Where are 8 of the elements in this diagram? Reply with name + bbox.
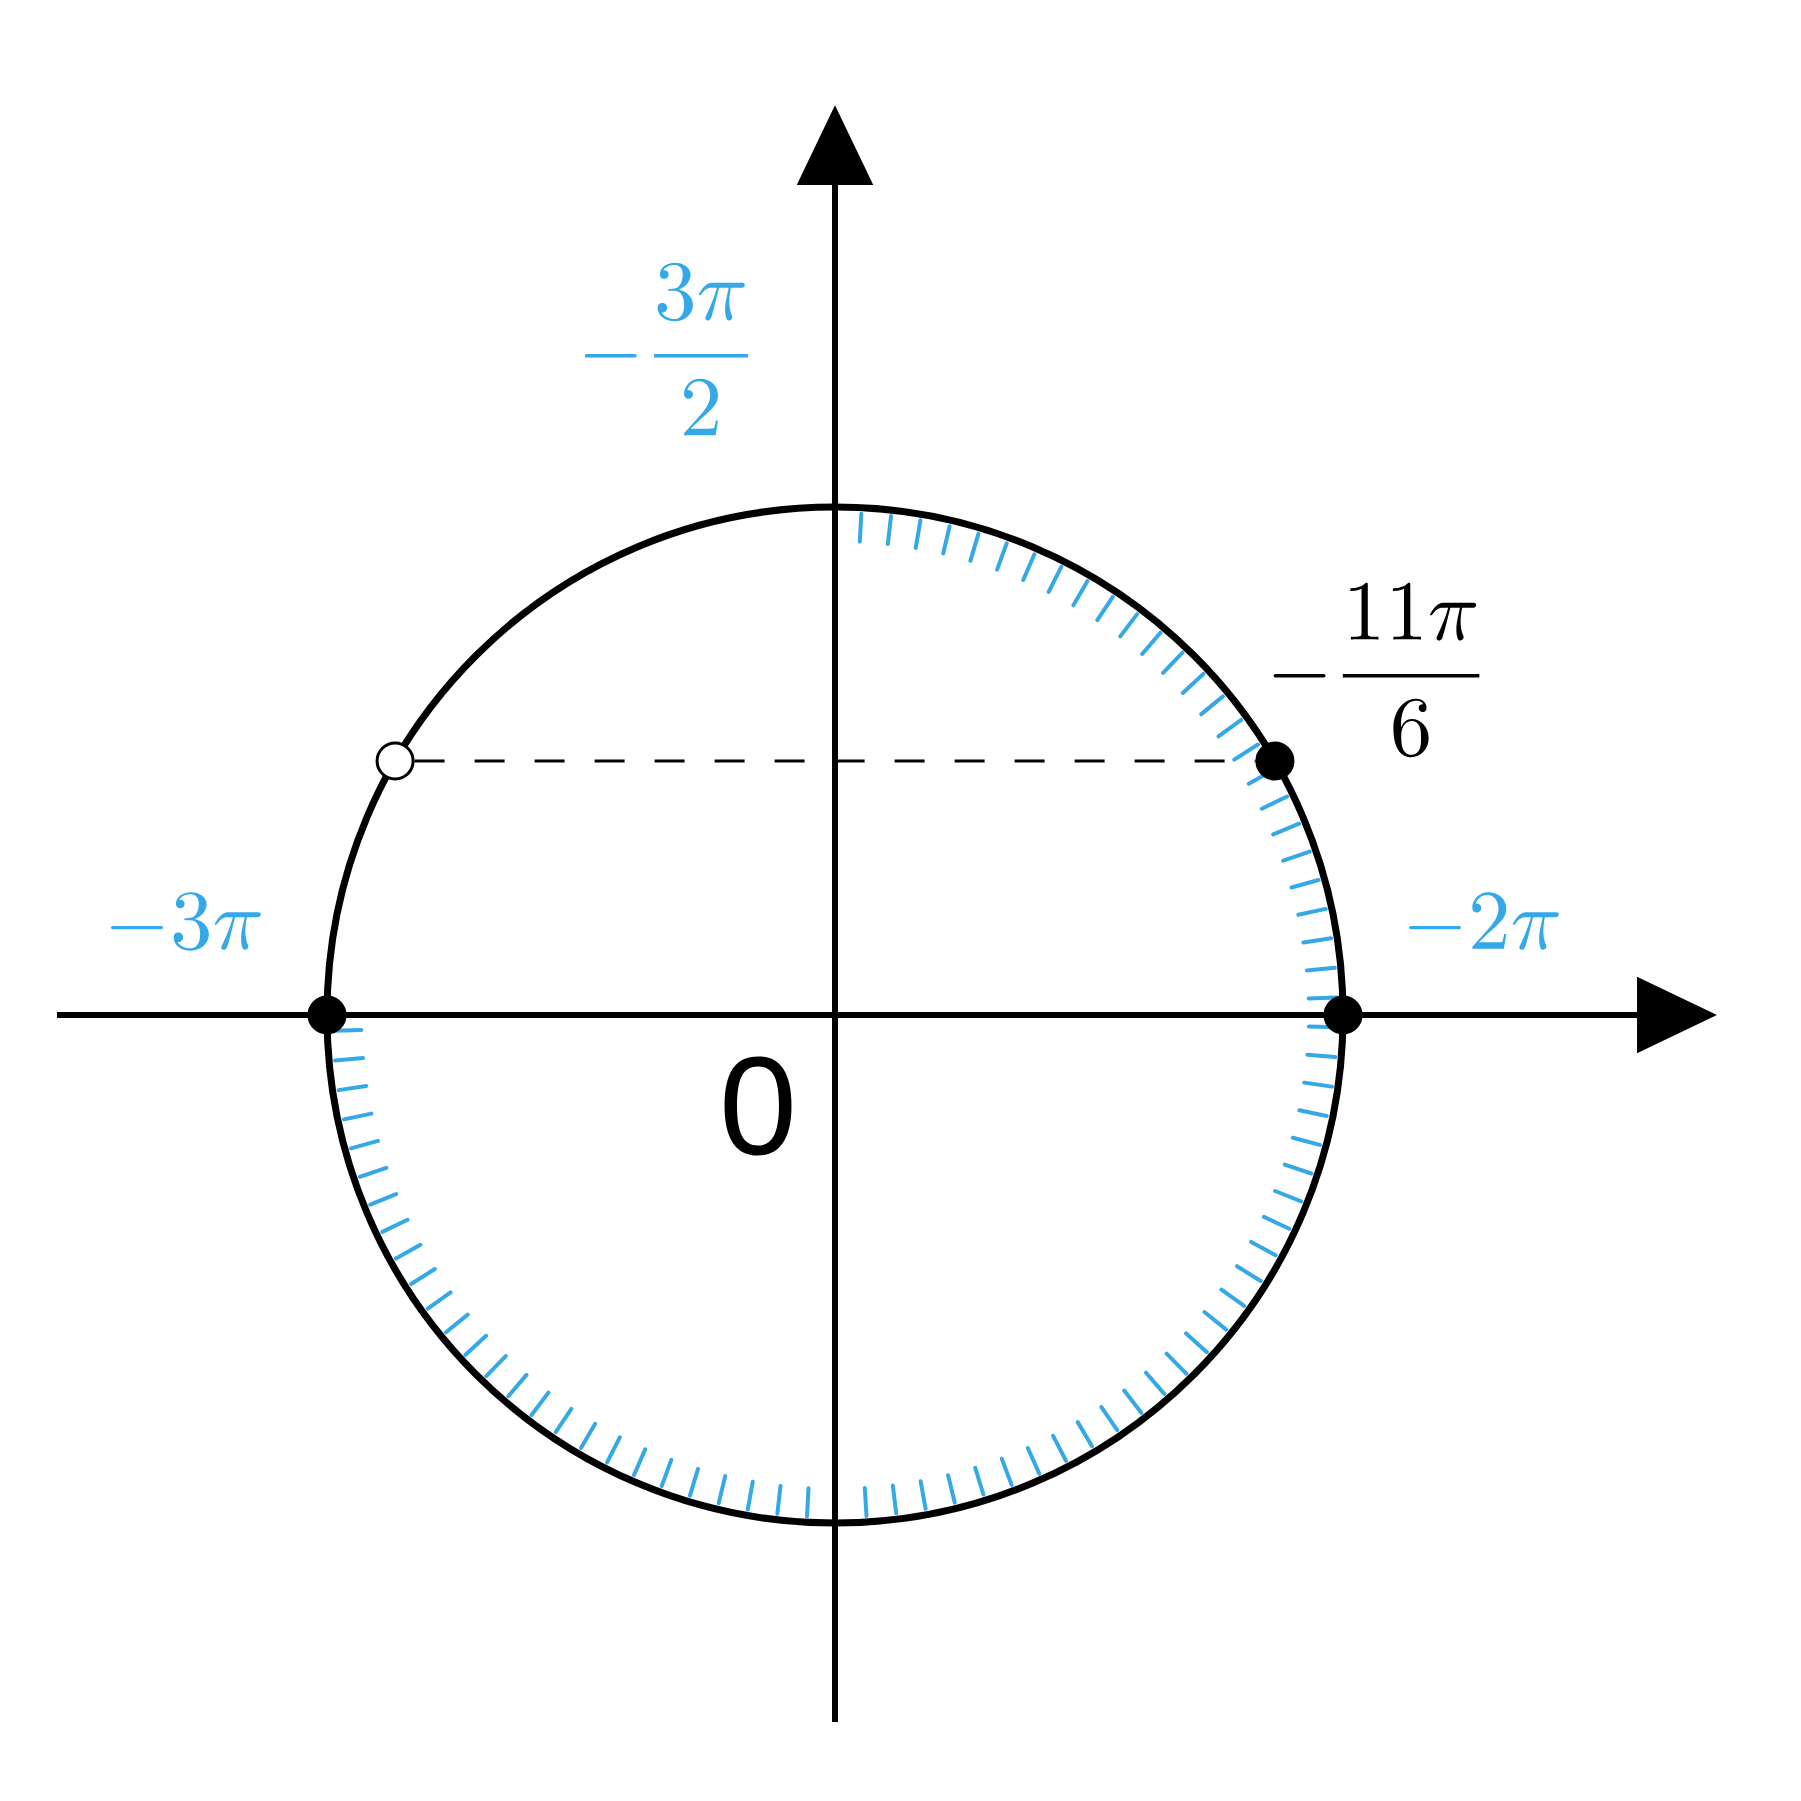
hollow-point bbox=[375, 741, 415, 781]
point-marker bbox=[1323, 995, 1363, 1035]
angle-label: $-3\pi$ bbox=[111, 892, 261, 951]
point-marker bbox=[307, 995, 347, 1035]
angle-label: $-\frac{3\pi}{2}$ bbox=[584, 262, 749, 436]
origin-label: 0 bbox=[724, 1056, 792, 1156]
angle-label: $-2\pi$ bbox=[1409, 892, 1559, 950]
angle-label: $-\frac{11\pi}{6}$ bbox=[1273, 582, 1480, 758]
